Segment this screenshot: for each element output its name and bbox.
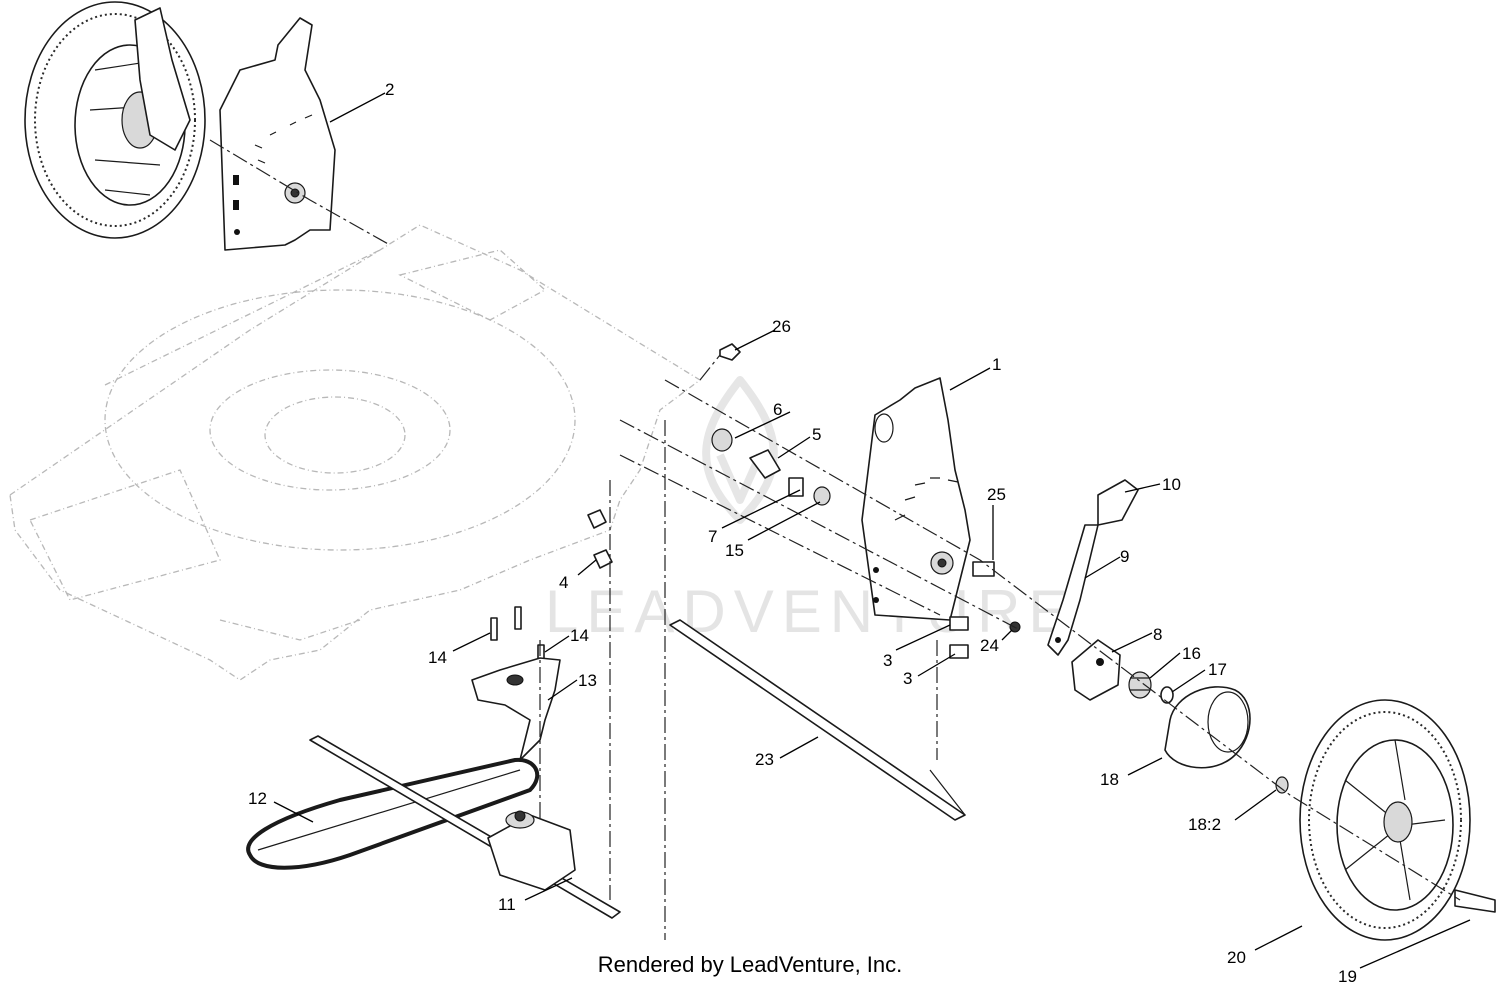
spacer-6 bbox=[711, 428, 733, 452]
leader-lines bbox=[273, 92, 1471, 969]
callout-3-upper: 3 bbox=[883, 651, 892, 670]
callout-1: 1 bbox=[992, 355, 1001, 374]
callouts: 2 1 26 6 5 7 15 25 10 9 8 16 17 4 14 14 … bbox=[248, 80, 1357, 986]
pivot-bracket-8 bbox=[1071, 639, 1121, 701]
hardware bbox=[490, 343, 1021, 668]
bolt-25 bbox=[972, 561, 995, 577]
callout-13: 13 bbox=[578, 671, 597, 690]
hub-cover-18 bbox=[1164, 686, 1251, 769]
assembly-centerlines bbox=[209, 139, 1461, 940]
drive-bracket-13 bbox=[471, 657, 561, 761]
render-credit: Rendered by LeadVenture, Inc. bbox=[597, 952, 903, 977]
callout-20: 20 bbox=[1227, 948, 1246, 967]
callout-17: 17 bbox=[1208, 660, 1227, 679]
callout-25: 25 bbox=[987, 485, 1006, 504]
callout-26: 26 bbox=[772, 317, 791, 336]
callout-12: 12 bbox=[248, 789, 267, 808]
pinion-gear-16 bbox=[1128, 671, 1152, 699]
watermark-flame-icon bbox=[702, 376, 778, 524]
height-adjust-lever-9-10 bbox=[1047, 479, 1139, 656]
callout-11: 11 bbox=[498, 895, 516, 914]
bolt-3a bbox=[949, 616, 969, 631]
callout-8: 8 bbox=[1153, 625, 1162, 644]
nut-4a bbox=[587, 509, 607, 529]
callout-5: 5 bbox=[812, 425, 821, 444]
screw-14a bbox=[490, 617, 498, 641]
wheel-bolt-19 bbox=[1454, 889, 1496, 913]
watermark-text: LEADVENTURE bbox=[545, 578, 1076, 645]
washer-15 bbox=[813, 486, 831, 506]
lever-arm-9 bbox=[1047, 524, 1099, 656]
bushing-5 bbox=[749, 449, 781, 479]
screw-14b bbox=[514, 606, 522, 630]
drive-belt-12 bbox=[246, 757, 540, 870]
drive-shaft-and-transmission-11 bbox=[309, 735, 621, 919]
callout-9: 9 bbox=[1120, 547, 1129, 566]
sleeve-7 bbox=[788, 477, 804, 497]
watermark: LEADVENTURE bbox=[545, 376, 1076, 645]
lever-knob-10 bbox=[1097, 479, 1139, 526]
callout-2: 2 bbox=[385, 80, 394, 99]
nut-26 bbox=[719, 343, 741, 361]
mower-deck bbox=[9, 224, 702, 681]
clip-17 bbox=[1160, 686, 1174, 704]
callout-15: 15 bbox=[725, 541, 744, 560]
callout-14-right: 14 bbox=[570, 626, 589, 645]
height-adjust-bracket-1 bbox=[861, 377, 971, 621]
callout-18-2: 18:2 bbox=[1188, 815, 1221, 834]
callout-24: 24 bbox=[980, 636, 999, 655]
callout-14-left: 14 bbox=[428, 648, 447, 667]
callout-3-lower: 3 bbox=[903, 669, 912, 688]
callout-19: 19 bbox=[1338, 967, 1357, 986]
rear-axle-rod-23 bbox=[669, 619, 966, 821]
callout-10: 10 bbox=[1162, 475, 1181, 494]
callout-16: 16 bbox=[1182, 644, 1201, 663]
callout-4: 4 bbox=[559, 573, 568, 592]
front-wheel-20 bbox=[1299, 699, 1471, 941]
callout-23: 23 bbox=[755, 750, 774, 769]
callout-18: 18 bbox=[1100, 770, 1119, 789]
height-adjust-bracket-2 bbox=[219, 17, 336, 251]
nut-4b bbox=[593, 549, 613, 569]
rear-wheel bbox=[24, 1, 206, 239]
callout-6: 6 bbox=[773, 400, 782, 419]
callout-7: 7 bbox=[708, 527, 717, 546]
